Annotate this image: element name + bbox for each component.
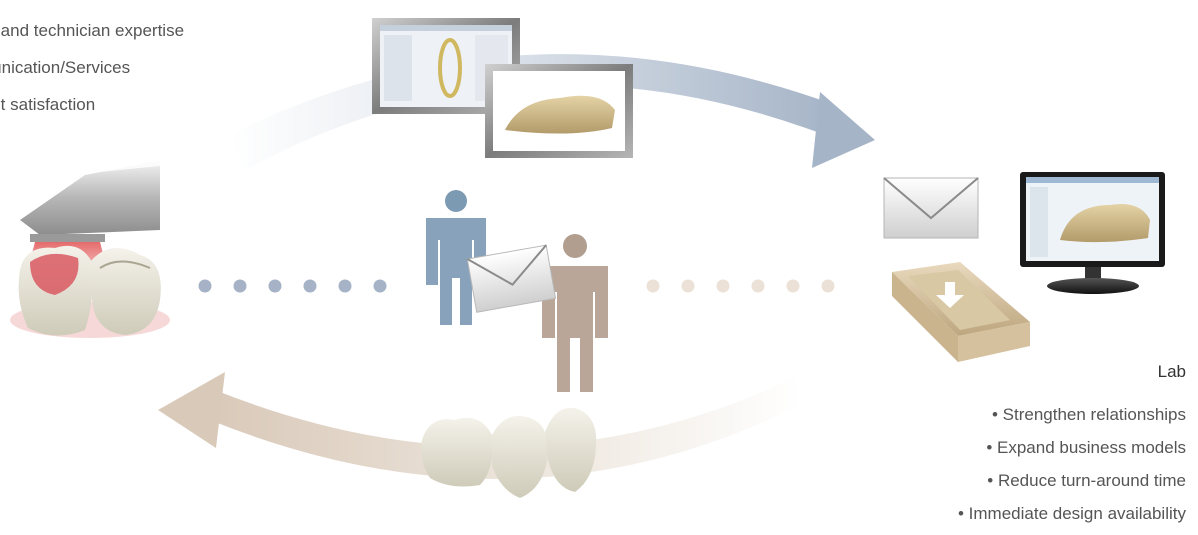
beige-dot-row xyxy=(646,279,835,293)
lab-benefits-list: • Strengthen relationships • Expand busi… xyxy=(958,398,1186,530)
dot xyxy=(681,279,695,293)
dot xyxy=(716,279,730,293)
dot xyxy=(303,279,317,293)
top-left-item: ient satisfaction xyxy=(0,95,96,114)
bottom-arrow xyxy=(158,372,800,479)
person-icon xyxy=(542,234,608,392)
top-left-item: munication/Services xyxy=(0,58,131,77)
dot xyxy=(373,279,387,293)
lab-benefit-item: • Expand business models xyxy=(986,438,1186,457)
inbox-tray-icon xyxy=(892,262,1030,362)
dental-crowns-icon xyxy=(421,407,597,498)
dot xyxy=(751,279,765,293)
top-left-item: ns and technician expertise xyxy=(0,21,185,40)
dot xyxy=(786,279,800,293)
lab-benefit-item: • Strengthen relationships xyxy=(991,405,1186,424)
person-icon xyxy=(426,190,486,325)
lab-benefit-item: • Reduce turn-around time xyxy=(987,471,1186,490)
dot xyxy=(646,279,660,293)
top-left-list: ns and technician expertise munication/S… xyxy=(0,12,184,123)
dot xyxy=(268,279,282,293)
teeth-scan-icon xyxy=(10,245,170,338)
dot xyxy=(338,279,352,293)
lab-benefit-item: • Immediate design availability xyxy=(957,504,1186,523)
dot xyxy=(233,279,247,293)
monitor-icon xyxy=(1020,172,1165,294)
dot xyxy=(198,279,212,293)
envelope-icon xyxy=(883,177,979,239)
dot xyxy=(821,279,835,293)
dental-model-icon xyxy=(485,64,633,158)
lab-title: Lab xyxy=(1157,362,1186,381)
blue-dot-row xyxy=(198,279,387,293)
envelope-icon xyxy=(466,244,557,313)
